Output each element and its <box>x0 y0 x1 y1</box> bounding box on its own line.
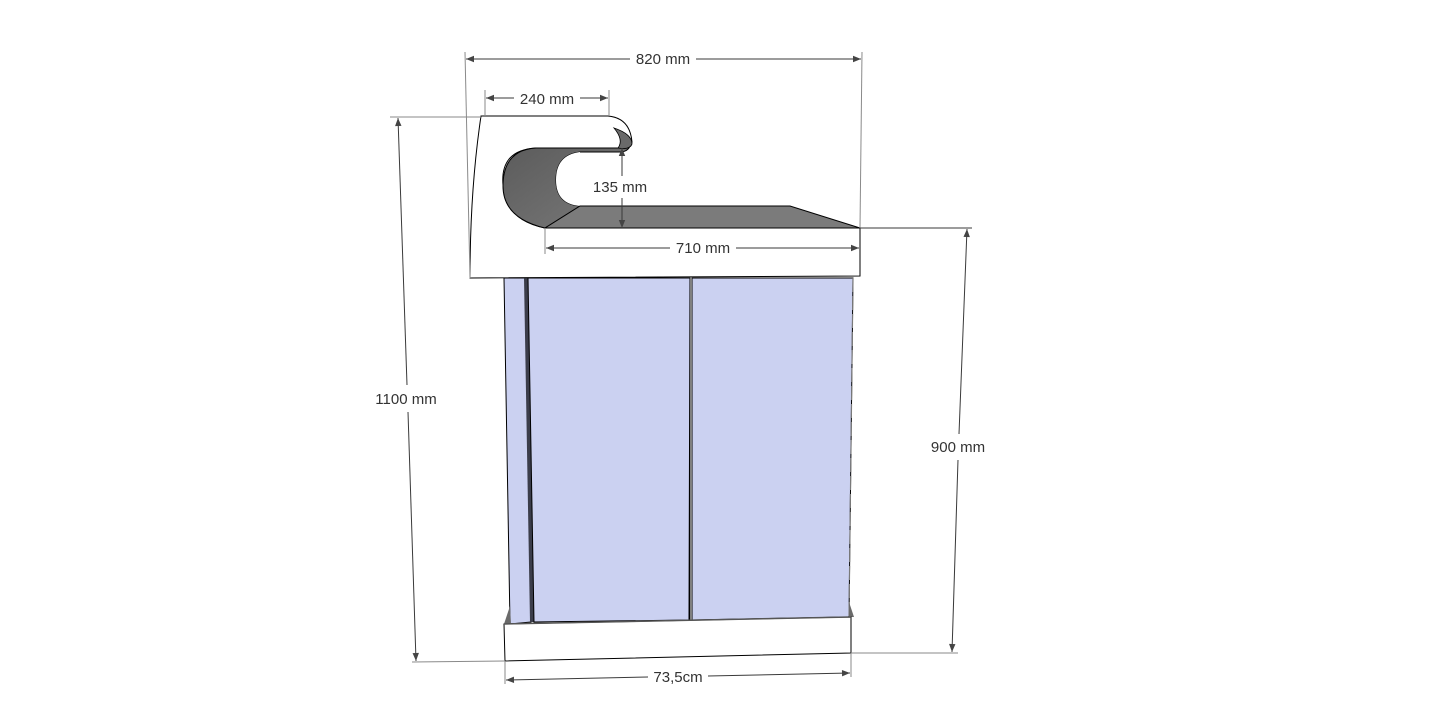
dimension-lines <box>390 51 972 684</box>
label-top-shelf-width: 240 mm <box>520 91 574 108</box>
dimension-labels: 820 mm 240 mm 135 mm 710 mm 1100 mm 900 … <box>375 51 985 686</box>
curl-tip <box>612 127 633 149</box>
label-overall-width: 820 mm <box>636 51 690 68</box>
left-door <box>527 277 691 623</box>
dim-line-overall-height <box>395 117 408 386</box>
dim-line-base-width <box>505 676 649 684</box>
worktop-surface <box>543 205 861 229</box>
label-base-width: 73,5cm <box>653 669 702 686</box>
label-overall-height: 1100 mm <box>375 391 436 408</box>
right-door <box>691 277 854 621</box>
label-opening-height: 135 mm <box>593 179 647 196</box>
top-section <box>469 115 861 279</box>
hinge-strip <box>524 278 534 622</box>
label-counter-height: 900 mm <box>931 439 985 456</box>
dim-line-counter-height <box>958 228 970 435</box>
plinth <box>503 616 852 662</box>
label-worktop-depth: 710 mm <box>676 240 730 257</box>
cabinet-body <box>503 277 854 625</box>
